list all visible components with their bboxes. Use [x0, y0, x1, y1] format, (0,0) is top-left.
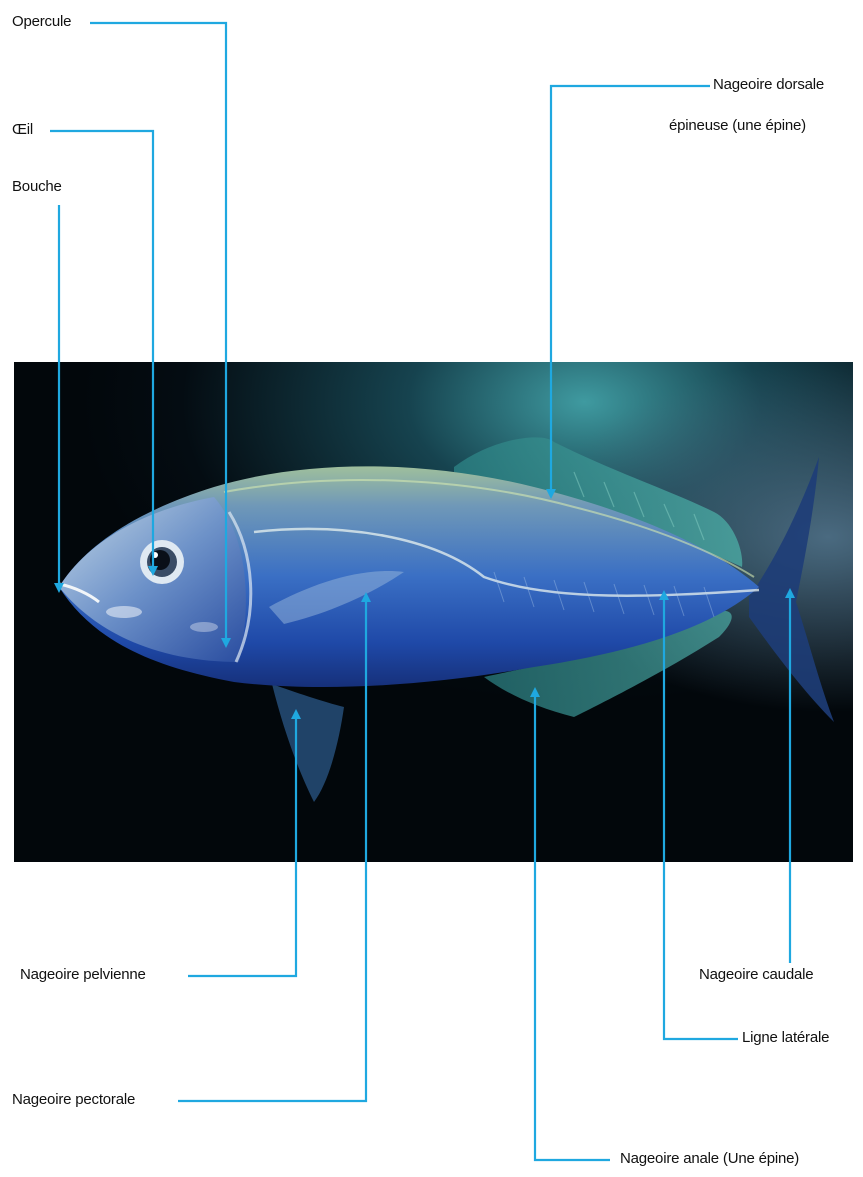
label-dorsale-line1: Nageoire dorsale: [713, 76, 824, 94]
label-bouche: Bouche: [12, 178, 62, 196]
label-pelvienne: Nageoire pelvienne: [20, 966, 146, 984]
label-opercule: Opercule: [12, 13, 71, 31]
fish-photo: [14, 362, 853, 862]
label-oeil: Œil: [12, 121, 33, 139]
fish-illustration: [14, 362, 853, 862]
label-anale: Nageoire anale (Une épine): [620, 1150, 799, 1168]
label-dorsale-line2: épineuse (une épine): [669, 117, 806, 135]
label-laterale: Ligne latérale: [742, 1029, 829, 1047]
label-caudale: Nageoire caudale: [699, 966, 813, 984]
label-pectorale: Nageoire pectorale: [12, 1091, 135, 1109]
